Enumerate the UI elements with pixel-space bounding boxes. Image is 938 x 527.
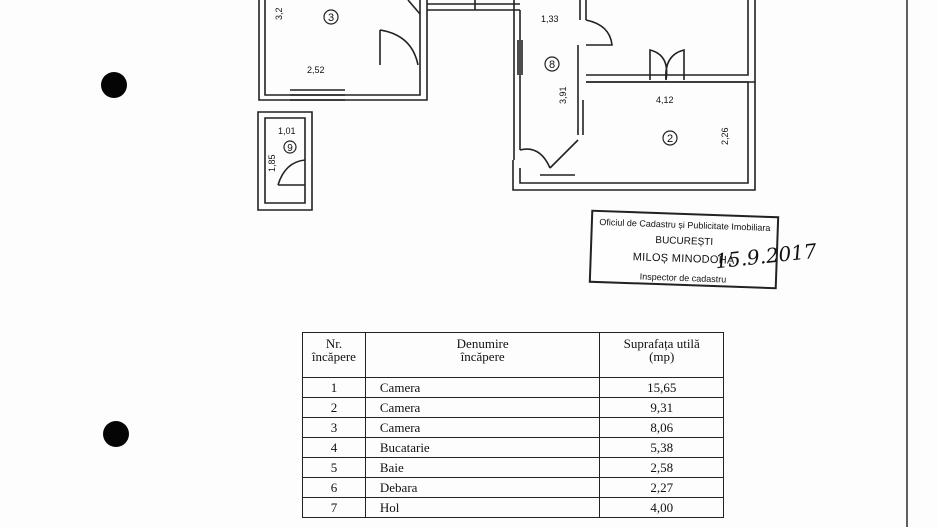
room-8-walls [513,0,521,160]
cell-name: Camera [364,417,601,438]
cell-nr: 5 [302,457,366,478]
stamp-role: Inspector de cadastru [639,271,727,285]
room-2-walls [512,81,756,191]
dimension-label: 3,2 [274,7,284,20]
room-9-walls [257,111,313,211]
header-name: Denumire încăpere [364,332,601,378]
door-room-9 [277,159,306,186]
cell-area: 2,27 [599,477,724,498]
room-8-number: 8 [549,59,555,71]
cell-nr: 3 [302,417,366,438]
page-edge-line [906,0,908,527]
cell-nr: 1 [302,377,366,398]
dimension-label: 4,12 [656,95,674,105]
cell-name: Bucatarie [364,437,601,458]
header-nr-line1: Nr. [325,336,343,351]
room-9-number: 9 [287,143,293,154]
dimension-label: 1,85 [267,154,277,172]
door-room-2 [519,139,579,169]
header-nr: Nr. încăpere [302,332,366,378]
table-header-row: Nr. încăpere Denumire încăpere Suprafața… [302,332,724,378]
dimension-label: 2,52 [307,65,325,75]
room-3-walls [264,0,421,96]
dimension-label: 1,33 [541,14,559,24]
double-door [649,48,685,81]
cell-nr: 6 [302,477,366,498]
dimension-label: 1,01 [278,126,296,136]
dimension-label: 3,91 [558,86,568,104]
room-2-number: 2 [667,133,673,145]
header-area-line1: Suprafața utilă [623,336,700,351]
cell-name: Camera [364,377,601,398]
cell-nr: 2 [302,397,366,418]
stamp-office: Oficiul de Cadastru și Publicitate Imobi… [599,217,771,233]
cell-area: 5,38 [599,437,724,458]
rooms-table: Nr. încăpere Denumire încăpere Suprafața… [302,332,724,518]
cell-area: 8,06 [599,417,724,438]
cell-area: 4,00 [599,497,724,518]
header-name-line1: Denumire [456,336,509,351]
door-room-8 [585,19,613,46]
floor-plan: 3 8 2 9 3,2 2,52 1,33 3,91 4,12 2,26 1,0… [257,0,756,211]
punch-hole-top [101,72,127,98]
cell-area: 2,58 [599,457,724,478]
cell-nr: 4 [302,437,366,458]
door-room-3 [379,29,419,66]
header-name-line2: încăpere [460,349,505,364]
cell-name: Camera [364,397,601,418]
dimension-label: 2,26 [720,127,730,145]
cell-nr: 7 [302,497,366,518]
cell-name: Debara [364,477,601,498]
cell-name: Baie [364,457,601,478]
cell-area: 15,65 [599,377,724,398]
punch-hole-bottom [103,421,129,447]
header-area: Suprafața utilă (mp) [599,332,724,378]
cell-area: 9,31 [599,397,724,418]
room-3-number: 3 [328,12,334,24]
header-nr-line2: încăpere [311,349,356,364]
cell-name: Hol [364,497,601,518]
header-area-line2: (mp) [649,349,675,364]
